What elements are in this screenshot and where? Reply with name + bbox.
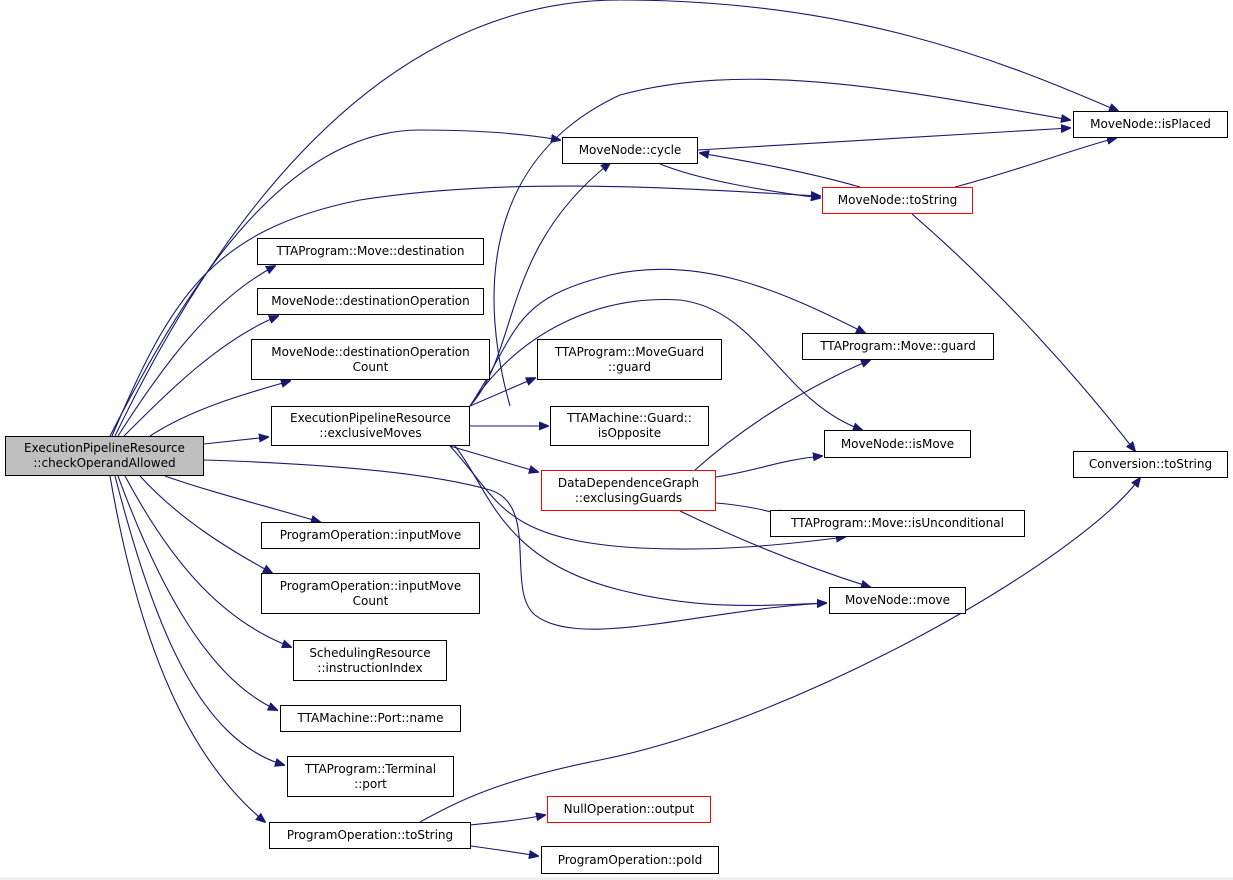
edge-exclusive-moves-to-ismove (469, 298, 862, 430)
edge-root-to-move (203, 459, 826, 630)
edge-exclusive-moves-to-move-guard (469, 268, 865, 407)
node-movenode-cycle[interactable]: MoveNode::cycle (562, 137, 698, 164)
node-guard-isopposite[interactable]: TTAMachine::Guard::isOpposite (550, 406, 709, 446)
node-null-operation-output[interactable]: NullOperation::output (547, 796, 711, 823)
edge-root-to-terminal-port (114, 475, 284, 765)
node-exclusing-guards[interactable]: DataDependenceGraph::exclusingGuards (541, 470, 716, 511)
edge-exclusing-guards-to-move (679, 510, 870, 587)
edge-po-tostring-to-poid (470, 845, 538, 856)
edge-root-to-destination-operation (123, 316, 278, 437)
edge-exclusive-moves-to-move (454, 445, 826, 605)
node-program-operation-poid[interactable]: ProgramOperation::poId (541, 846, 719, 874)
node-exclusive-moves[interactable]: ExecutionPipelineResource::exclusiveMove… (271, 406, 470, 446)
node-port-name[interactable]: TTAMachine::Port::name (280, 705, 461, 732)
edge-exclusing-guards-to-ismove (715, 456, 822, 478)
node-instruction-index[interactable]: SchedulingResource::instructionIndex (293, 640, 447, 681)
edge-root-to-input-move (164, 475, 320, 522)
node-movenode-tostring[interactable]: MoveNode::toString (822, 187, 973, 214)
node-move-guard[interactable]: TTAProgram::Move::guard (802, 333, 994, 360)
node-movenode-ismove[interactable]: MoveNode::isMove (824, 430, 971, 458)
edge-root-to-exclusive-moves (203, 437, 268, 445)
edge-root-to-po-tostring (109, 475, 265, 822)
node-conversion-tostring[interactable]: Conversion::toString (1073, 451, 1228, 478)
edge-cycle-to-tostring (659, 163, 820, 198)
node-moveguard-guard[interactable]: TTAProgram::MoveGuard::guard (537, 339, 722, 380)
edge-cycle-to-isplaced (697, 128, 1070, 151)
edge-root-to-input-move-count (139, 475, 272, 573)
edge-root-to-instruction-index (124, 475, 291, 647)
node-program-operation-tostring[interactable]: ProgramOperation::toString (269, 822, 471, 849)
edge-po-tostring-to-conversion (419, 478, 1140, 823)
node-input-move[interactable]: ProgramOperation::inputMove (261, 522, 480, 549)
edge-root-to-cycle (109, 129, 560, 437)
edge-exclusive-moves-to-isunconditional (449, 445, 845, 550)
edge-exclusive-moves-to-exclusing-guards (449, 445, 538, 472)
edge-exclusive-moves-to-cycle (469, 163, 610, 407)
edge-tostring-to-isplaced (954, 138, 1116, 188)
edge-root-to-destination (117, 266, 275, 437)
edge-tostring-to-conversion (911, 213, 1135, 451)
edge-po-tostring-to-null-output (469, 815, 545, 826)
edge-root-to-tostring (111, 185, 820, 437)
edge-exclusive-moves-to-moveguard-guard (469, 378, 535, 407)
node-movenode-isplaced[interactable]: MoveNode::isPlaced (1073, 111, 1228, 138)
edge-root-to-port-name (117, 475, 277, 710)
bottom-border (0, 877, 1233, 880)
node-move-destination[interactable]: TTAProgram::Move::destination (257, 238, 484, 265)
node-destination-operation[interactable]: MoveNode::destinationOperation (257, 288, 484, 315)
node-movenode-move[interactable]: MoveNode::move (829, 587, 966, 614)
edge-exclusing-guards-to-move-guard (694, 360, 870, 471)
edge-exclusive-moves-to-isplaced (493, 78, 1070, 407)
node-terminal-port[interactable]: TTAProgram::Terminal::port (287, 756, 454, 797)
node-check-operand-allowed: ExecutionPipelineResource::checkOperandA… (5, 436, 204, 476)
node-move-isunconditional[interactable]: TTAProgram::Move::isUnconditional (770, 510, 1025, 537)
edge-root-to-destination-operation-count (149, 381, 290, 437)
edge-tostring-to-cycle (700, 153, 861, 188)
